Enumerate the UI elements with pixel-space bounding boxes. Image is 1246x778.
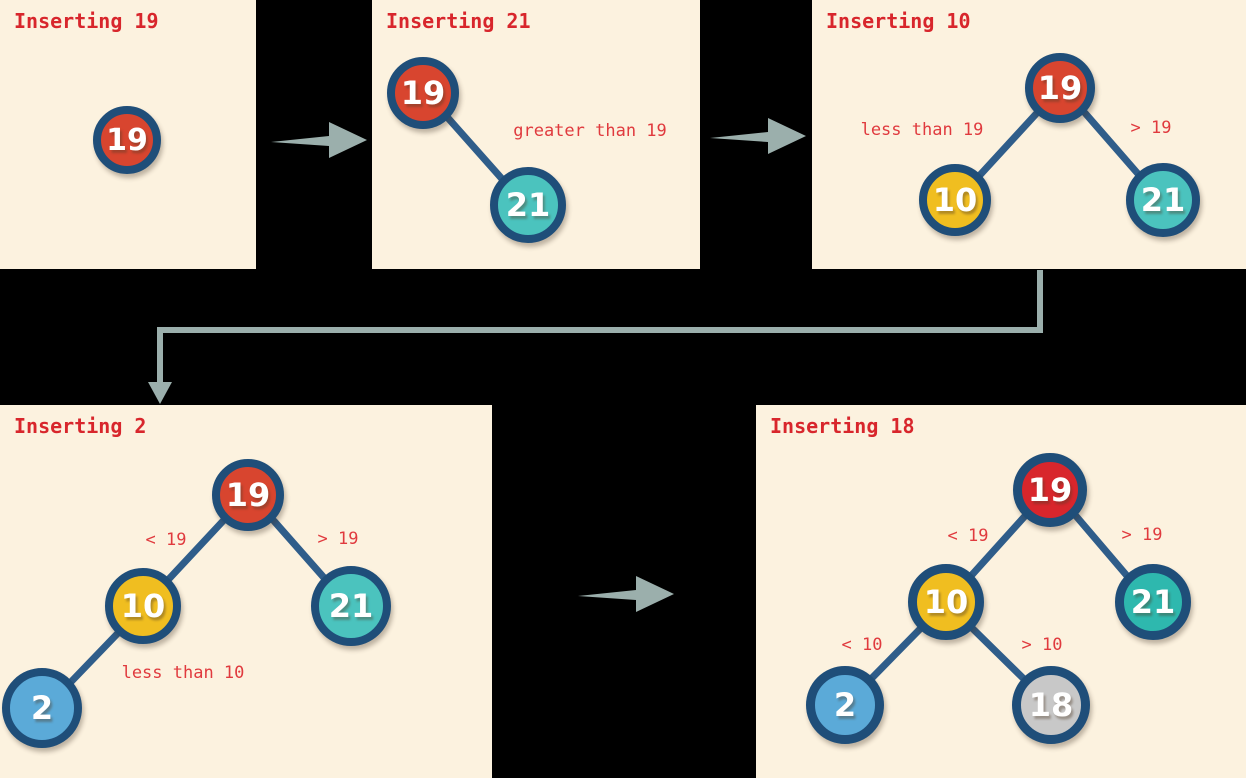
tree-edge-n19-n21 <box>1081 109 1143 179</box>
arrow-step4-to-step5 <box>578 576 674 612</box>
panel-title: Inserting 18 <box>770 414 915 438</box>
tree-node-2[interactable]: 2 <box>806 666 884 744</box>
tree-edges <box>444 114 507 184</box>
connector-arrowhead-icon <box>148 382 172 404</box>
tree-edge-n19-n21 <box>444 114 507 184</box>
tree-edges <box>64 517 330 689</box>
tree-node-10[interactable]: 10 <box>919 164 991 236</box>
tree-node-18[interactable]: 18 <box>1012 666 1090 744</box>
tree-node-21[interactable]: 21 <box>490 167 566 243</box>
tree-edge-n19-n21 <box>1072 512 1132 581</box>
arrow-right-icon <box>710 118 806 154</box>
edge-label: > 19 <box>1130 118 1172 138</box>
edge-label: less than 19 <box>860 120 984 140</box>
panel-title: Inserting 21 <box>386 9 531 33</box>
tree-node-21[interactable]: 21 <box>1126 163 1200 237</box>
tree-edge-n10-n2 <box>866 624 925 684</box>
tree-edges <box>866 512 1132 685</box>
tree-edge-n19-n10 <box>976 110 1040 179</box>
edge-label: < 10 <box>841 635 883 655</box>
arrow-step2-to-step3 <box>710 118 806 154</box>
arrow-right-icon <box>578 576 674 612</box>
edge-label: < 19 <box>947 526 989 546</box>
edge-label: > 10 <box>1021 635 1063 655</box>
panel-title: Inserting 19 <box>14 9 159 33</box>
panel-title: Inserting 10 <box>826 9 971 33</box>
tree-edge-n19-n10 <box>163 517 227 585</box>
panel-insert-21: Inserting 21 greater than 19 19 21 <box>372 0 700 269</box>
tree-node-19[interactable]: 19 <box>93 106 161 174</box>
edge-label: less than 10 <box>121 663 245 683</box>
tree-node-19[interactable]: 19 <box>212 459 284 531</box>
arrow-right-icon <box>271 122 367 158</box>
tree-edge-n10-n2 <box>64 628 123 689</box>
edge-label: > 19 <box>1121 525 1163 545</box>
tree-edge-n19-n10 <box>966 512 1029 581</box>
tree-node-21[interactable]: 21 <box>1115 564 1191 640</box>
tree-node-19[interactable]: 19 <box>1013 453 1087 527</box>
tree-node-19[interactable]: 19 <box>387 57 459 129</box>
arrow-step1-to-step2 <box>271 122 367 158</box>
tree-node-19[interactable]: 19 <box>1025 53 1095 123</box>
edge-label: greater than 19 <box>513 121 667 141</box>
panel-insert-10: Inserting 10 less than 19 > 19 19 10 21 <box>812 0 1246 269</box>
tree-node-10[interactable]: 10 <box>105 568 181 644</box>
panel-insert-2: Inserting 2 < 19 > 19 less than 10 19 10 21 2 <box>0 405 492 778</box>
edge-label: < 19 <box>145 530 187 550</box>
tree-node-2[interactable]: 2 <box>2 668 82 748</box>
edge-label: > 19 <box>317 529 359 549</box>
panel-insert-18: Inserting 18 < 19 > 19 < 10 > 10 19 10 21 2 18 <box>756 405 1246 778</box>
connector-line <box>157 270 1043 384</box>
tree-edge-n10-n18 <box>968 624 1030 685</box>
tree-edges <box>976 109 1143 179</box>
tree-node-10[interactable]: 10 <box>908 564 984 640</box>
tree-node-21[interactable]: 21 <box>311 566 391 646</box>
tree-edge-n19-n21 <box>270 517 330 584</box>
panel-title: Inserting 2 <box>14 414 147 438</box>
panel-insert-19: Inserting 19 19 <box>0 0 256 269</box>
